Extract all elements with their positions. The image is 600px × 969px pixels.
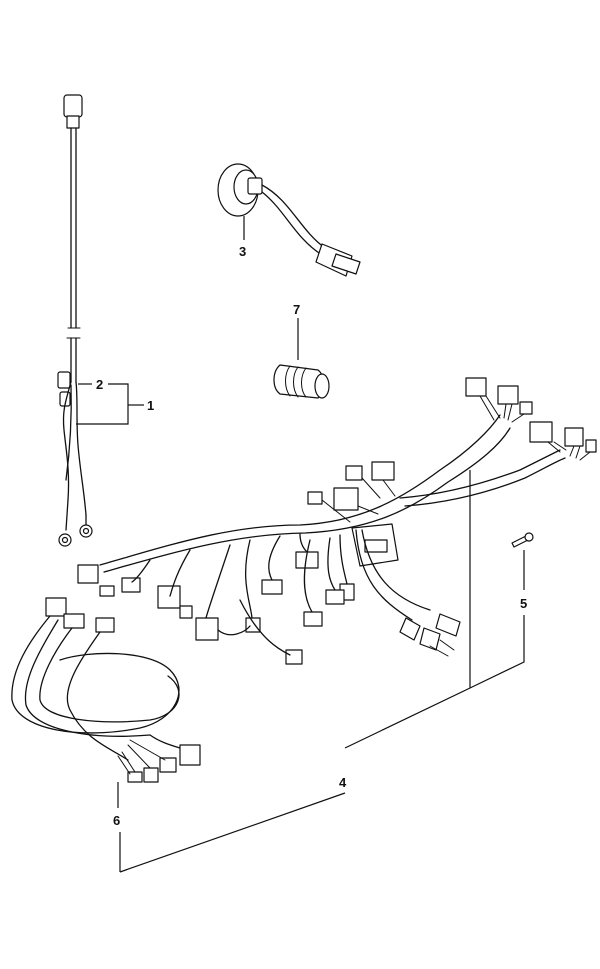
harness-connector-l-7 bbox=[245, 617, 261, 633]
harness-branch-terminals bbox=[355, 529, 413, 621]
harness-connector-tr-2 bbox=[497, 385, 519, 405]
bolt-head bbox=[524, 532, 534, 542]
grommet bbox=[273, 364, 330, 399]
callout-1: 1 bbox=[147, 398, 154, 413]
loop-harness bbox=[11, 597, 201, 783]
terminal-a bbox=[399, 617, 421, 641]
callout-2: 2 bbox=[96, 377, 103, 392]
harness-connector-c-1 bbox=[371, 461, 395, 481]
loop-wire-mid bbox=[24, 619, 151, 737]
harness-connector-l-5 bbox=[195, 617, 219, 641]
harness-connector-m-2 bbox=[261, 579, 283, 595]
harness-connector-tr-1 bbox=[465, 377, 487, 397]
lead-top-connector-boot bbox=[66, 115, 80, 129]
fuse-holder bbox=[57, 371, 71, 389]
harness-branch-right-bottom bbox=[404, 457, 566, 507]
harness-connector-l-6 bbox=[179, 605, 193, 619]
lead-branch-mid bbox=[65, 384, 72, 481]
callout-5: 5 bbox=[520, 596, 527, 611]
loop-connector-top-3 bbox=[95, 617, 115, 633]
harness-connector-l-2 bbox=[121, 577, 141, 593]
sensor-wire-1 bbox=[261, 184, 326, 249]
lead-wire-lower bbox=[70, 337, 77, 383]
harness-connector-l-4 bbox=[157, 585, 181, 609]
loop-wire-inner bbox=[39, 627, 180, 723]
harness-trunk-bottom bbox=[103, 427, 511, 573]
harness-connector-tr-3 bbox=[519, 401, 533, 415]
harness-connector-c-2 bbox=[345, 465, 363, 481]
loop-connector-top-1 bbox=[45, 597, 67, 617]
harness-connector-l-8 bbox=[285, 649, 303, 665]
loop-connector-bottom-1 bbox=[179, 744, 201, 766]
leader-4-upper bbox=[344, 470, 471, 749]
callout-7: 7 bbox=[293, 302, 300, 317]
grommet-end bbox=[314, 373, 330, 399]
harness-connector-c-3 bbox=[333, 487, 359, 511]
callout-3: 3 bbox=[239, 244, 246, 259]
harness-trunk-top bbox=[99, 414, 501, 566]
harness-connector-l-1 bbox=[77, 564, 99, 584]
loop-connector-bottom-3 bbox=[143, 767, 159, 783]
lead-branch-left bbox=[62, 381, 72, 501]
loop-connector-top-2 bbox=[63, 613, 85, 629]
callout-6: 6 bbox=[113, 813, 120, 828]
lead-branch-right bbox=[75, 381, 87, 516]
lead-wire-assembly bbox=[57, 94, 93, 547]
bolt bbox=[511, 532, 534, 548]
harness-connector-tr-5 bbox=[564, 427, 584, 447]
ring-lead-1 bbox=[65, 499, 69, 531]
leader-4-lower bbox=[119, 792, 346, 873]
terminal-c bbox=[435, 613, 461, 637]
callout-4: 4 bbox=[339, 775, 347, 790]
sensor-wire-2 bbox=[261, 191, 323, 256]
harness-connector-m-4 bbox=[325, 589, 345, 605]
lead-wire-upper bbox=[70, 127, 77, 329]
harness-branch-right-top bbox=[399, 449, 561, 499]
loop-connector-bottom-2 bbox=[159, 757, 177, 773]
leader-5-lower bbox=[469, 615, 525, 689]
harness-connector-c-4 bbox=[307, 491, 323, 505]
harness-connector-m-5 bbox=[303, 611, 323, 627]
sensor-assembly bbox=[217, 163, 361, 277]
main-harness bbox=[77, 377, 597, 665]
leader-1-bracket bbox=[76, 383, 129, 425]
harness-connector-l-3 bbox=[99, 585, 115, 597]
harness-connector-tr-4 bbox=[529, 421, 553, 443]
terminal-b bbox=[419, 627, 441, 651]
loop-wire-outer bbox=[11, 615, 180, 734]
lead-top-connector bbox=[63, 94, 83, 118]
harness-connector-tr-6 bbox=[585, 439, 597, 453]
